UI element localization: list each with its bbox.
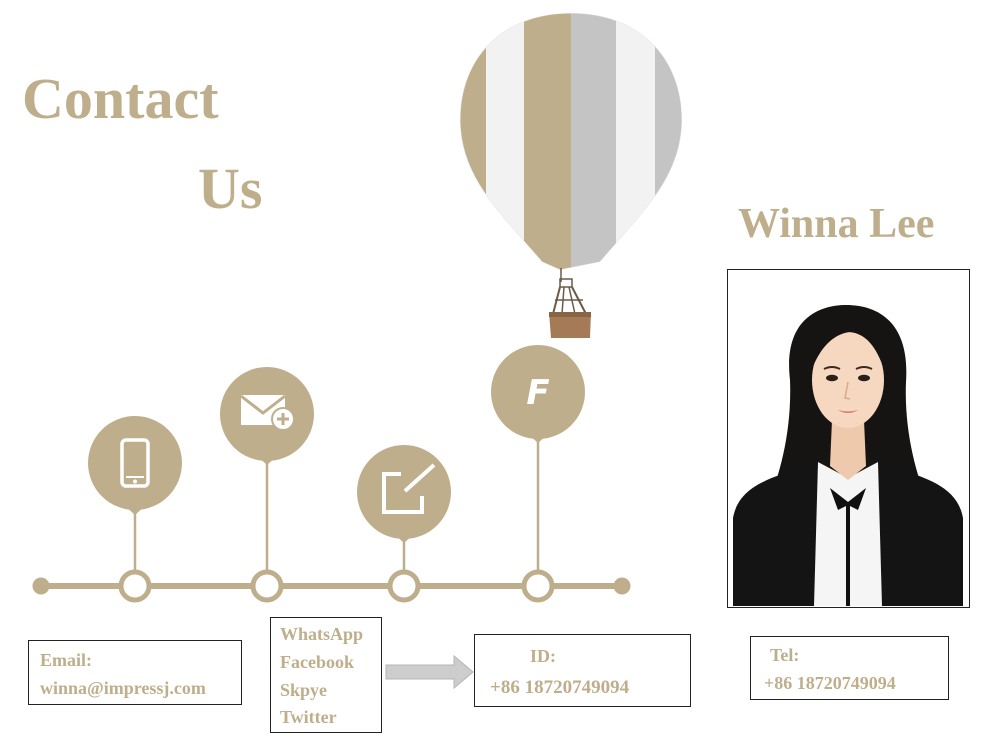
edit-icon (357, 445, 451, 543)
email-value[interactable]: winna@impressj.com (40, 678, 206, 698)
timeline-node (250, 569, 284, 603)
tel-label: Tel: (770, 645, 800, 665)
timeline-node (118, 569, 152, 603)
app-facebook[interactable]: Facebook (280, 652, 354, 672)
profile-photo-frame (727, 269, 970, 608)
profile-photo (728, 270, 968, 606)
id-value[interactable]: +86 18720749094 (490, 677, 630, 698)
title-us: Us (198, 156, 263, 221)
person-name: Winna Lee (738, 201, 935, 247)
timeline-node (521, 569, 555, 603)
app-whatsapp[interactable]: WhatsApp (280, 624, 364, 644)
tel-box: Tel: +86 18720749094 (750, 636, 949, 700)
id-label: ID: (530, 646, 556, 666)
hot-air-balloon (460, 13, 682, 338)
arrow-right-icon (385, 654, 474, 690)
email-label: Email: (40, 650, 92, 670)
tel-value[interactable]: +86 18720749094 (764, 673, 896, 693)
timeline-start-dot (32, 577, 50, 595)
timeline-node (387, 569, 421, 603)
app-skype[interactable]: Skpye (280, 680, 328, 700)
email-box: Email: winna@impressj.com (28, 640, 242, 705)
apps-box: WhatsApp Facebook Skpye Twitter (270, 617, 382, 733)
title-contact: Contact (22, 66, 219, 131)
id-box: ID: +86 18720749094 (474, 634, 691, 707)
facebook-glyph: F (526, 373, 549, 413)
timeline-end-dot (613, 577, 631, 595)
basket-icon (549, 268, 591, 338)
facebook-icon: F (491, 345, 585, 443)
app-twitter[interactable]: Twitter (280, 707, 337, 727)
phone-icon (88, 416, 182, 515)
mail-add-icon (220, 367, 314, 465)
